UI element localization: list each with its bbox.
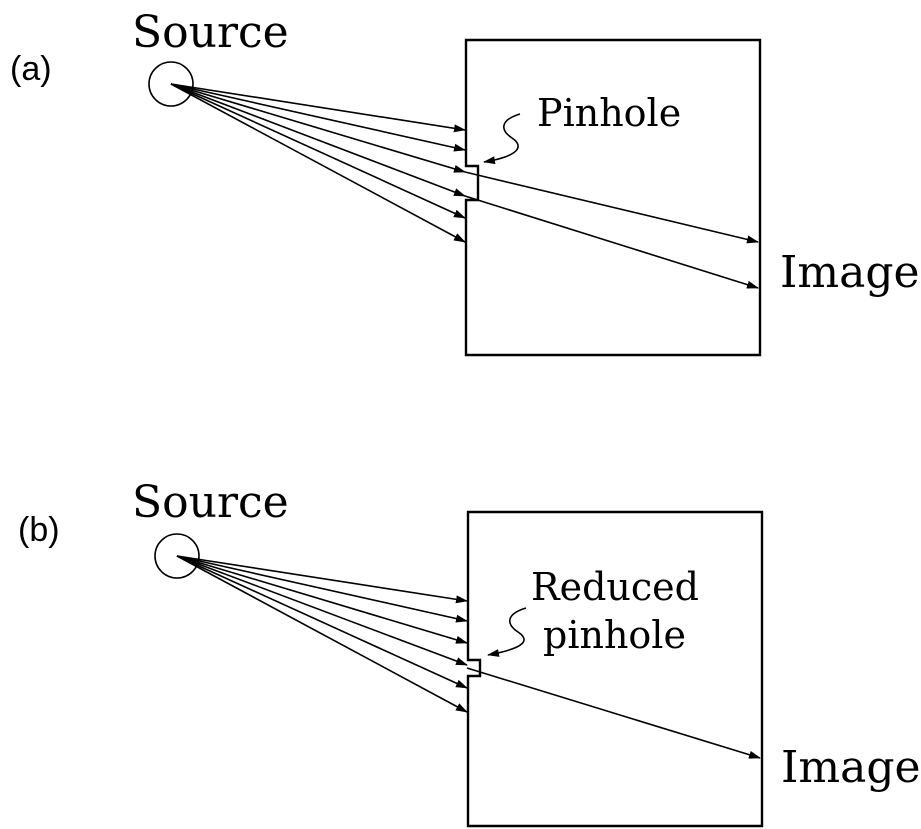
panel-b-image-label: Image (781, 742, 921, 793)
panel-b-ray-4 (176, 555, 468, 666)
panel-a: (a) Source Pinhole Image (10, 7, 920, 357)
panel-a-ray-6 (170, 83, 466, 243)
panel-a-pinhole-label: Pinhole (537, 91, 681, 135)
panel-b-source-label: Source (132, 477, 289, 528)
panel-b-pinhole-label-line-2: pinhole (543, 613, 686, 657)
panel-a-image-label: Image (780, 247, 920, 298)
panel-a-source-circle (148, 61, 194, 107)
panel-b-pinhole-label-line-1: Reduced (531, 565, 699, 609)
panel-b-ray-3 (176, 555, 468, 644)
panel-b-ray-1 (176, 555, 468, 604)
panel-b-pinhole-pointer (487, 607, 527, 657)
panel-a-ray-1 (170, 83, 466, 133)
panel-b-ray-2 (176, 555, 468, 623)
panel-b-ray-6 (176, 555, 468, 713)
panel-b: (b) Source Reduced pinhole Image (18, 477, 921, 828)
panel-b-incident-rays (176, 555, 468, 713)
panel-b-camera-box (466, 510, 764, 828)
panel-a-source-label: Source (132, 7, 289, 58)
panel-b-label: (b) (18, 511, 60, 549)
panel-a-label: (a) (10, 50, 52, 88)
panel-a-ray-4 (170, 83, 466, 197)
panel-a-ray-3 (170, 83, 466, 173)
panel-a-transmitted-ray-1 (464, 171, 759, 244)
panel-a-incident-rays (170, 83, 466, 243)
panel-a-transmitted-ray-2 (464, 195, 759, 289)
panel-a-pinhole-pointer (483, 113, 521, 165)
panel-a-transmitted-rays (464, 171, 759, 289)
panel-a-ray-2 (170, 83, 466, 152)
panel-b-ray-5 (176, 555, 468, 689)
panel-a-camera-box (464, 38, 762, 357)
panel-a-ray-5 (170, 83, 466, 219)
panel-b-transmitted-ray (466, 667, 761, 759)
panel-b-source-circle (154, 533, 200, 579)
